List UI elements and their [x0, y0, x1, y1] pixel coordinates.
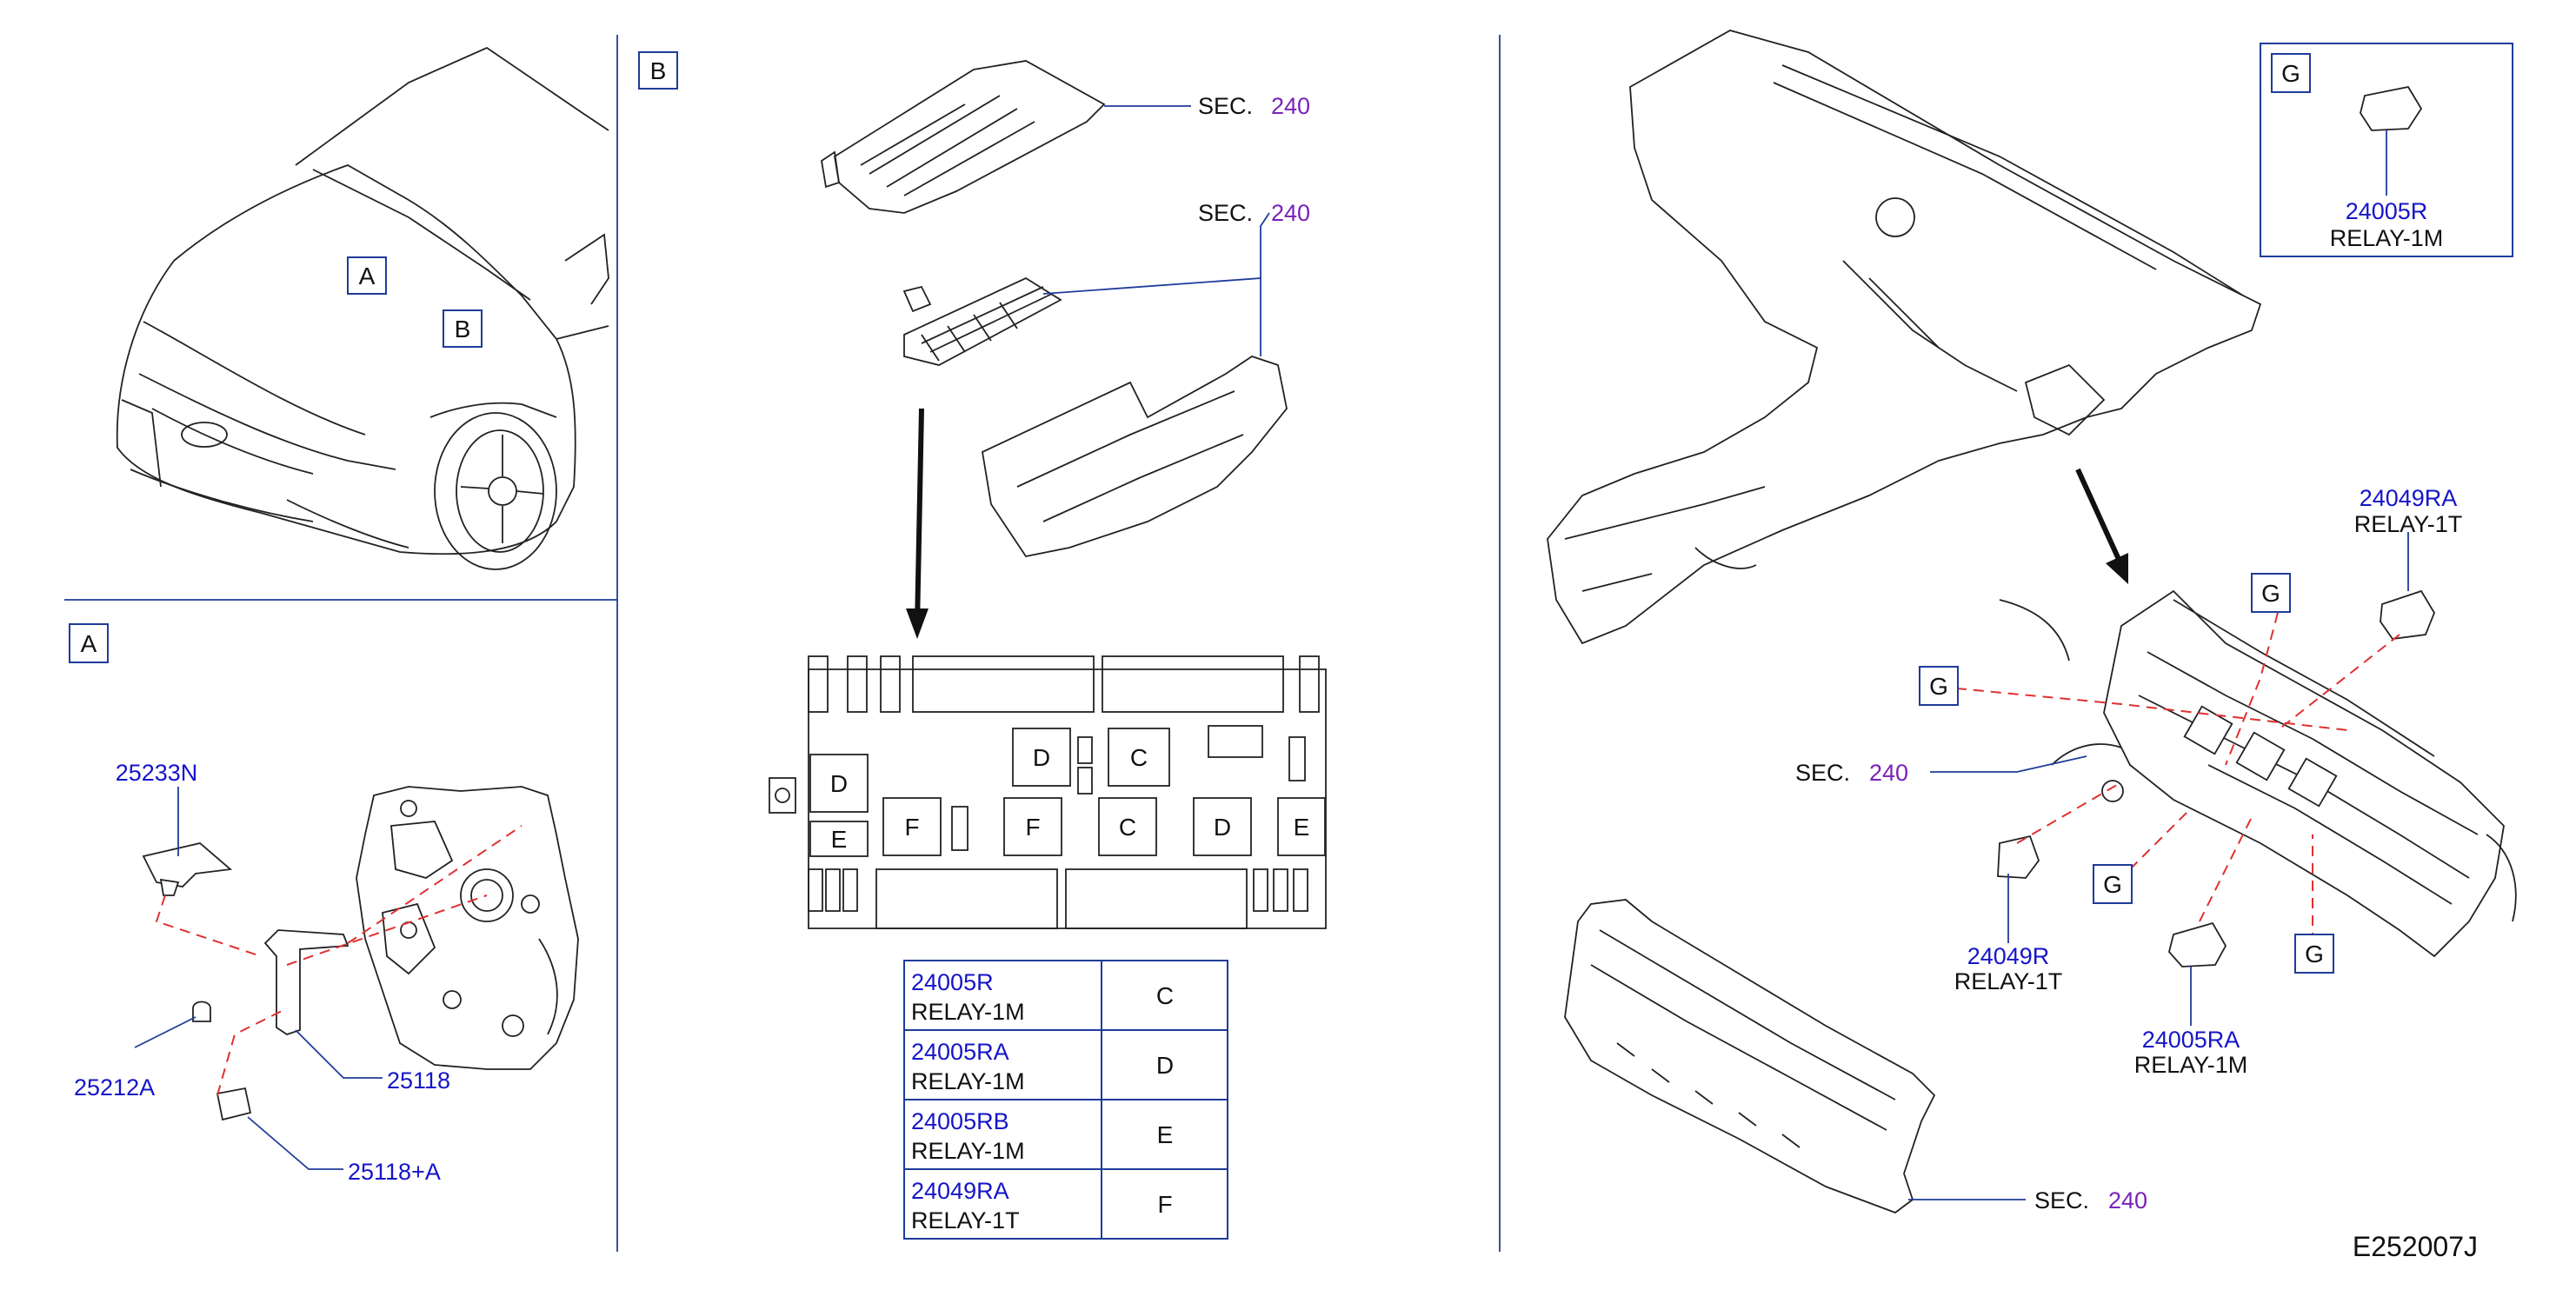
drawing-id: E252007J [2353, 1231, 2478, 1262]
section-b-leaders [906, 105, 1270, 639]
svg-text:RELAY-1T: RELAY-1T [911, 1207, 1020, 1233]
engine-bay-illustration [356, 786, 579, 1070]
assembly-leaders [1930, 532, 2409, 1026]
sec-label-housing: SEC. [1198, 200, 1253, 226]
svg-text:G: G [2305, 941, 2324, 968]
fuse-slot-d-3: D [1193, 797, 1252, 856]
dashboard-illustration [1547, 30, 2262, 645]
callout-g-2: G [1919, 666, 1959, 706]
fuse-slot-c-2: C [1098, 797, 1157, 856]
svg-text:RELAY-1M: RELAY-1M [911, 1138, 1025, 1164]
section-a-leaders [134, 787, 523, 1170]
table-row: 24049RA RELAY-1T F [911, 1178, 1173, 1233]
part-25212A-label: 25212A [74, 1074, 155, 1100]
section-b-label: B [638, 51, 678, 90]
section-a-label: A [69, 623, 109, 663]
svg-text:C: C [1119, 814, 1136, 841]
svg-text:E: E [1157, 1121, 1174, 1148]
relay-24049RA [2380, 589, 2436, 640]
svg-text:E: E [831, 826, 848, 853]
callout-g-1: G [2251, 573, 2291, 613]
svg-text:G: G [2281, 60, 2300, 87]
sec-label-lower: SEC. [2034, 1187, 2089, 1214]
svg-text:F: F [1025, 814, 1040, 841]
svg-text:24005RA: 24005RA [911, 1039, 1009, 1065]
part-24049RA-name: RELAY-1T [2354, 511, 2463, 537]
detail-g-box: G [2260, 43, 2513, 257]
sec-label-bracket: SEC. [1795, 760, 1850, 786]
svg-text:E: E [1294, 814, 1310, 841]
svg-text:F: F [904, 814, 919, 841]
fuse-slot-c-1: C [1108, 728, 1170, 787]
callout-b-on-car: B [443, 309, 483, 348]
bracket-25118 [263, 929, 349, 1035]
svg-text:G: G [2261, 580, 2280, 607]
fuse-box-housing-illustration [982, 356, 1288, 558]
part-24049R-name: RELAY-1T [1954, 968, 2063, 994]
svg-text:G: G [1929, 673, 1948, 700]
part-24005RA-label: 24005RA [2142, 1027, 2240, 1053]
sec-number-bracket: 240 [1869, 760, 1908, 786]
relay-block-illustration [902, 276, 1062, 366]
part-24005RA-name: RELAY-1M [2134, 1052, 2248, 1078]
relay-table [903, 960, 1228, 1240]
svg-text:RELAY-1M: RELAY-1M [911, 1068, 1025, 1094]
sec-number-housing: 240 [1271, 200, 1310, 226]
lower-cover-illustration [1564, 899, 1936, 1214]
fuse-box-layout [769, 655, 1327, 929]
relay-bracket-assembly [1999, 589, 2517, 958]
svg-text:G: G [2103, 871, 2122, 898]
svg-text:C: C [1130, 744, 1148, 771]
fuse-box-cover-illustration [821, 60, 1106, 214]
relay-24005RA [2168, 921, 2227, 968]
svg-text:24005R: 24005R [911, 969, 994, 995]
fuse-slot-e-2: E [1277, 797, 1326, 856]
clip-25118A [216, 1087, 252, 1121]
fuse-slot-f-2: F [1003, 797, 1062, 856]
fuse-slot-d-1: D [809, 754, 869, 813]
svg-text:A: A [81, 630, 97, 657]
table-row: 24005RA RELAY-1M D [911, 1039, 1174, 1094]
table-row: 24005R RELAY-1M C [911, 969, 1174, 1025]
callout-a-on-car: A [347, 256, 387, 295]
svg-text:B: B [650, 57, 667, 84]
svg-text:D: D [1156, 1052, 1174, 1079]
vehicle-front-illustration [116, 46, 609, 570]
clip-25233N [142, 842, 233, 896]
dashboard-arrow [2075, 468, 2128, 584]
fuse-slot-d-2: D [1012, 728, 1071, 787]
sec-number-cover: 240 [1271, 93, 1310, 119]
part-24049RA-label: 24049RA [2360, 485, 2458, 511]
svg-text:24049RA: 24049RA [911, 1178, 1009, 1204]
svg-text:F: F [1157, 1191, 1172, 1218]
fuse-slot-f-1: F [882, 797, 942, 856]
relay-24049R [1997, 835, 2040, 879]
svg-text:A: A [359, 263, 376, 289]
part-25118-label: 25118 [387, 1067, 450, 1094]
svg-text:B: B [455, 316, 471, 342]
part-24049R-label: 24049R [1967, 943, 2050, 969]
svg-text:D: D [1033, 744, 1050, 771]
part-25233N-label: 25233N [116, 760, 198, 786]
callout-g-4: G [2294, 934, 2334, 974]
svg-text:D: D [830, 770, 848, 797]
svg-text:24005RB: 24005RB [911, 1108, 1009, 1134]
detail-g-part: 24005R [2346, 198, 2428, 224]
fuse-slot-e-1: E [809, 821, 869, 857]
part-25118A-label: 25118+A [348, 1159, 441, 1185]
callout-g-3: G [2093, 864, 2133, 904]
detail-g-name: RELAY-1M [2330, 225, 2444, 251]
svg-text:D: D [1214, 814, 1231, 841]
sec-number-lower: 240 [2108, 1187, 2147, 1214]
table-row: 24005RB RELAY-1M E [911, 1108, 1173, 1164]
bolt-25212A [192, 1001, 211, 1022]
sec-label-cover: SEC. [1198, 93, 1253, 119]
panel-dividers [64, 35, 1501, 1252]
svg-text:RELAY-1M: RELAY-1M [911, 999, 1025, 1025]
svg-text:C: C [1156, 982, 1174, 1009]
